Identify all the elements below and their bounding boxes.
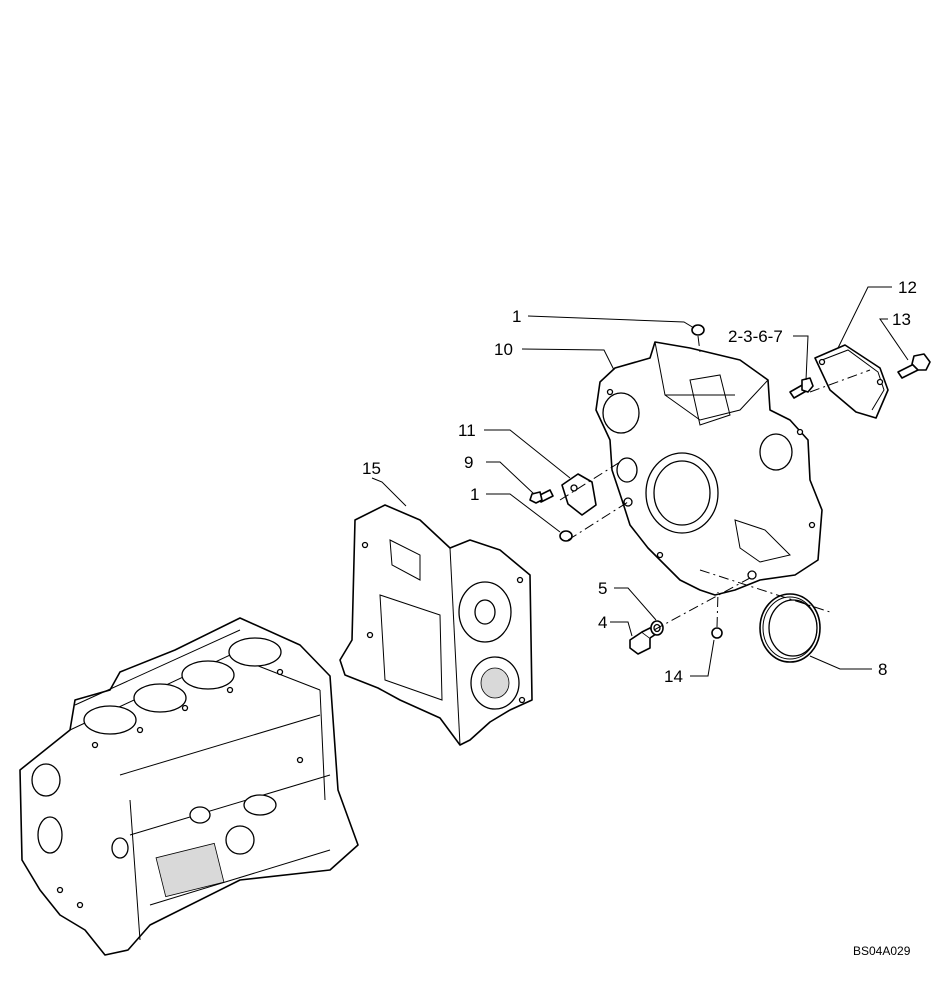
plug-lower [559,530,573,542]
callout-15: 15 [362,459,381,478]
engine-block [19,617,359,956]
callout-8: 8 [878,660,887,679]
callout-11: 11 [458,421,476,440]
plug-top [691,324,705,336]
cover-screw [897,353,931,379]
leader-lines [371,286,909,677]
plug-14 [711,627,723,639]
screw-9 [529,489,554,504]
callout-13: 13 [892,310,911,329]
gear-housing [339,504,533,746]
timing-cover [595,341,823,596]
callout-labels: 1 10 2-3-6-7 12 13 11 9 1 15 5 4 14 8 [362,278,917,686]
cover-plate [814,344,889,419]
callout-1-top: 1 [512,307,521,326]
callout-5: 5 [598,579,607,598]
bolt-2-3-6-7 [789,377,814,399]
callout-12: 12 [898,278,917,297]
callout-9: 9 [464,453,473,472]
callout-1-lower: 1 [470,485,479,504]
seal-ring [759,593,821,663]
callout-2-3-6-7: 2-3-6-7 [728,327,783,346]
assembly-centerlines [559,335,871,631]
small-cover [561,473,597,516]
callout-4: 4 [598,613,607,632]
callout-10: 10 [494,340,513,359]
drawing-reference: BS04A029 [853,944,911,958]
callout-14: 14 [664,667,683,686]
